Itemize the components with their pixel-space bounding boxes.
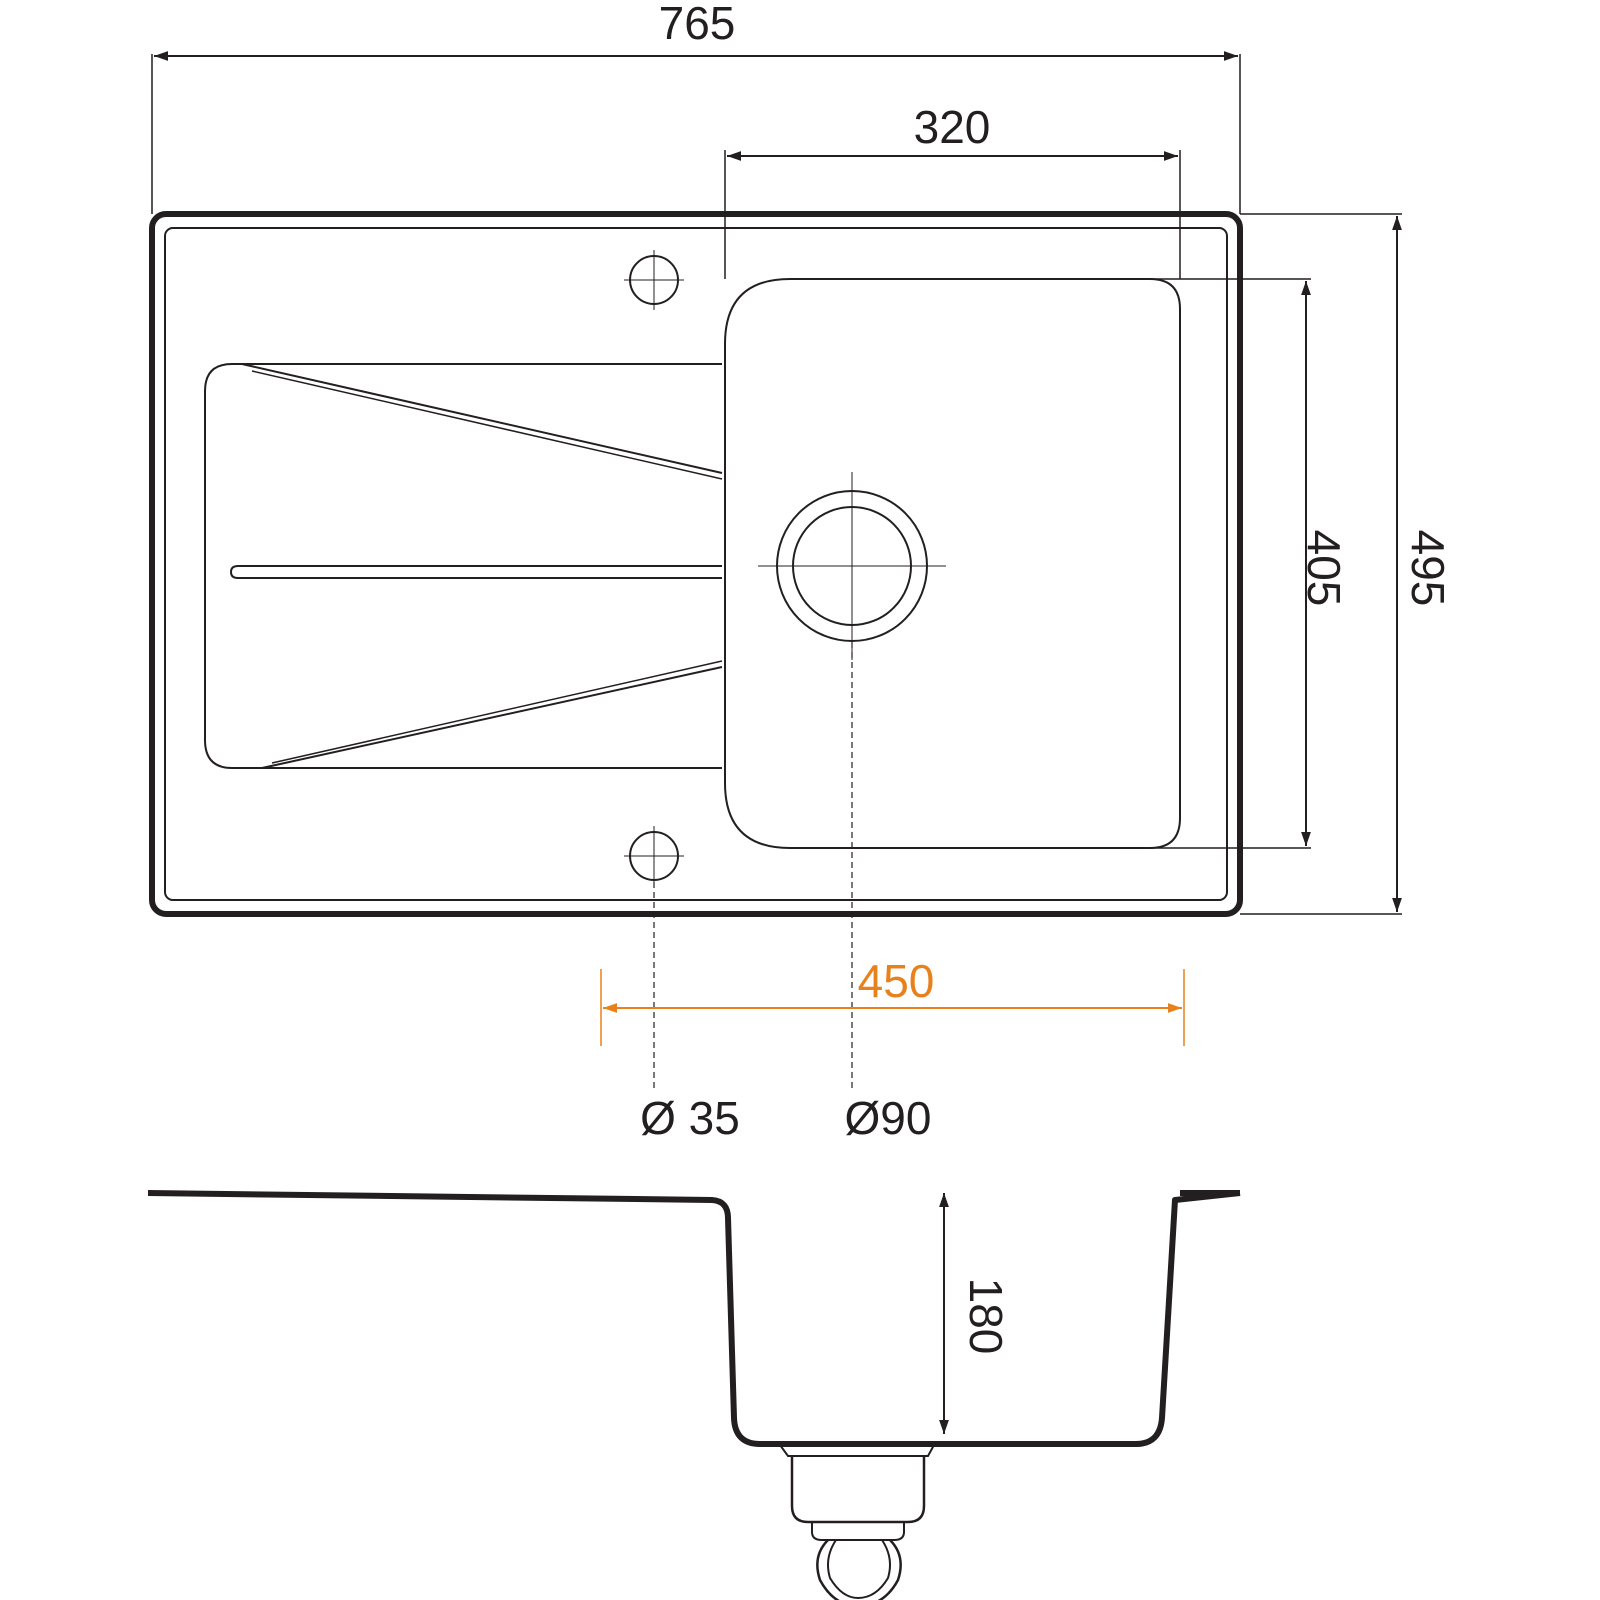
sink-bowl (724, 278, 1181, 849)
sink-inner-rim (164, 227, 1228, 901)
cabinet-width-label: 450 (858, 955, 935, 1007)
drainer-board (204, 363, 722, 769)
sink-outer-rim (149, 211, 1243, 917)
drainer-groove-middle (229, 565, 722, 579)
sink-section-profile (147, 1190, 1241, 1447)
drainer-groove-top-inner (251, 370, 723, 480)
dimension-labels: 765 320 495 405 450 Ø 35 Ø90 180 (640, 0, 1454, 1354)
overall-width-label: 765 (659, 0, 736, 49)
drain-trap-outer (816, 1539, 902, 1600)
drain-fitting-flange (778, 1444, 936, 1457)
overall-depth-label: 495 (1402, 530, 1454, 607)
side-section-view (147, 1190, 1241, 1600)
bowl-height-label: 180 (960, 1278, 1012, 1355)
drainer-groove-top (241, 363, 723, 474)
bowl-depth-label: 405 (1298, 530, 1350, 607)
bowl-width-label: 320 (914, 101, 991, 153)
tap-hole-diameter-label: Ø 35 (640, 1092, 740, 1144)
drain-fitting-neck (811, 1522, 905, 1541)
drain-fitting-body (790, 1456, 926, 1524)
drain-diameter-label: Ø90 (845, 1092, 932, 1144)
dimension-lines (151, 51, 1402, 1434)
drainer-groove-bottom-inner (271, 660, 723, 764)
drain-trap-inner (827, 1539, 891, 1600)
drainer-groove-bottom (261, 666, 723, 769)
top-view (149, 211, 1243, 1090)
